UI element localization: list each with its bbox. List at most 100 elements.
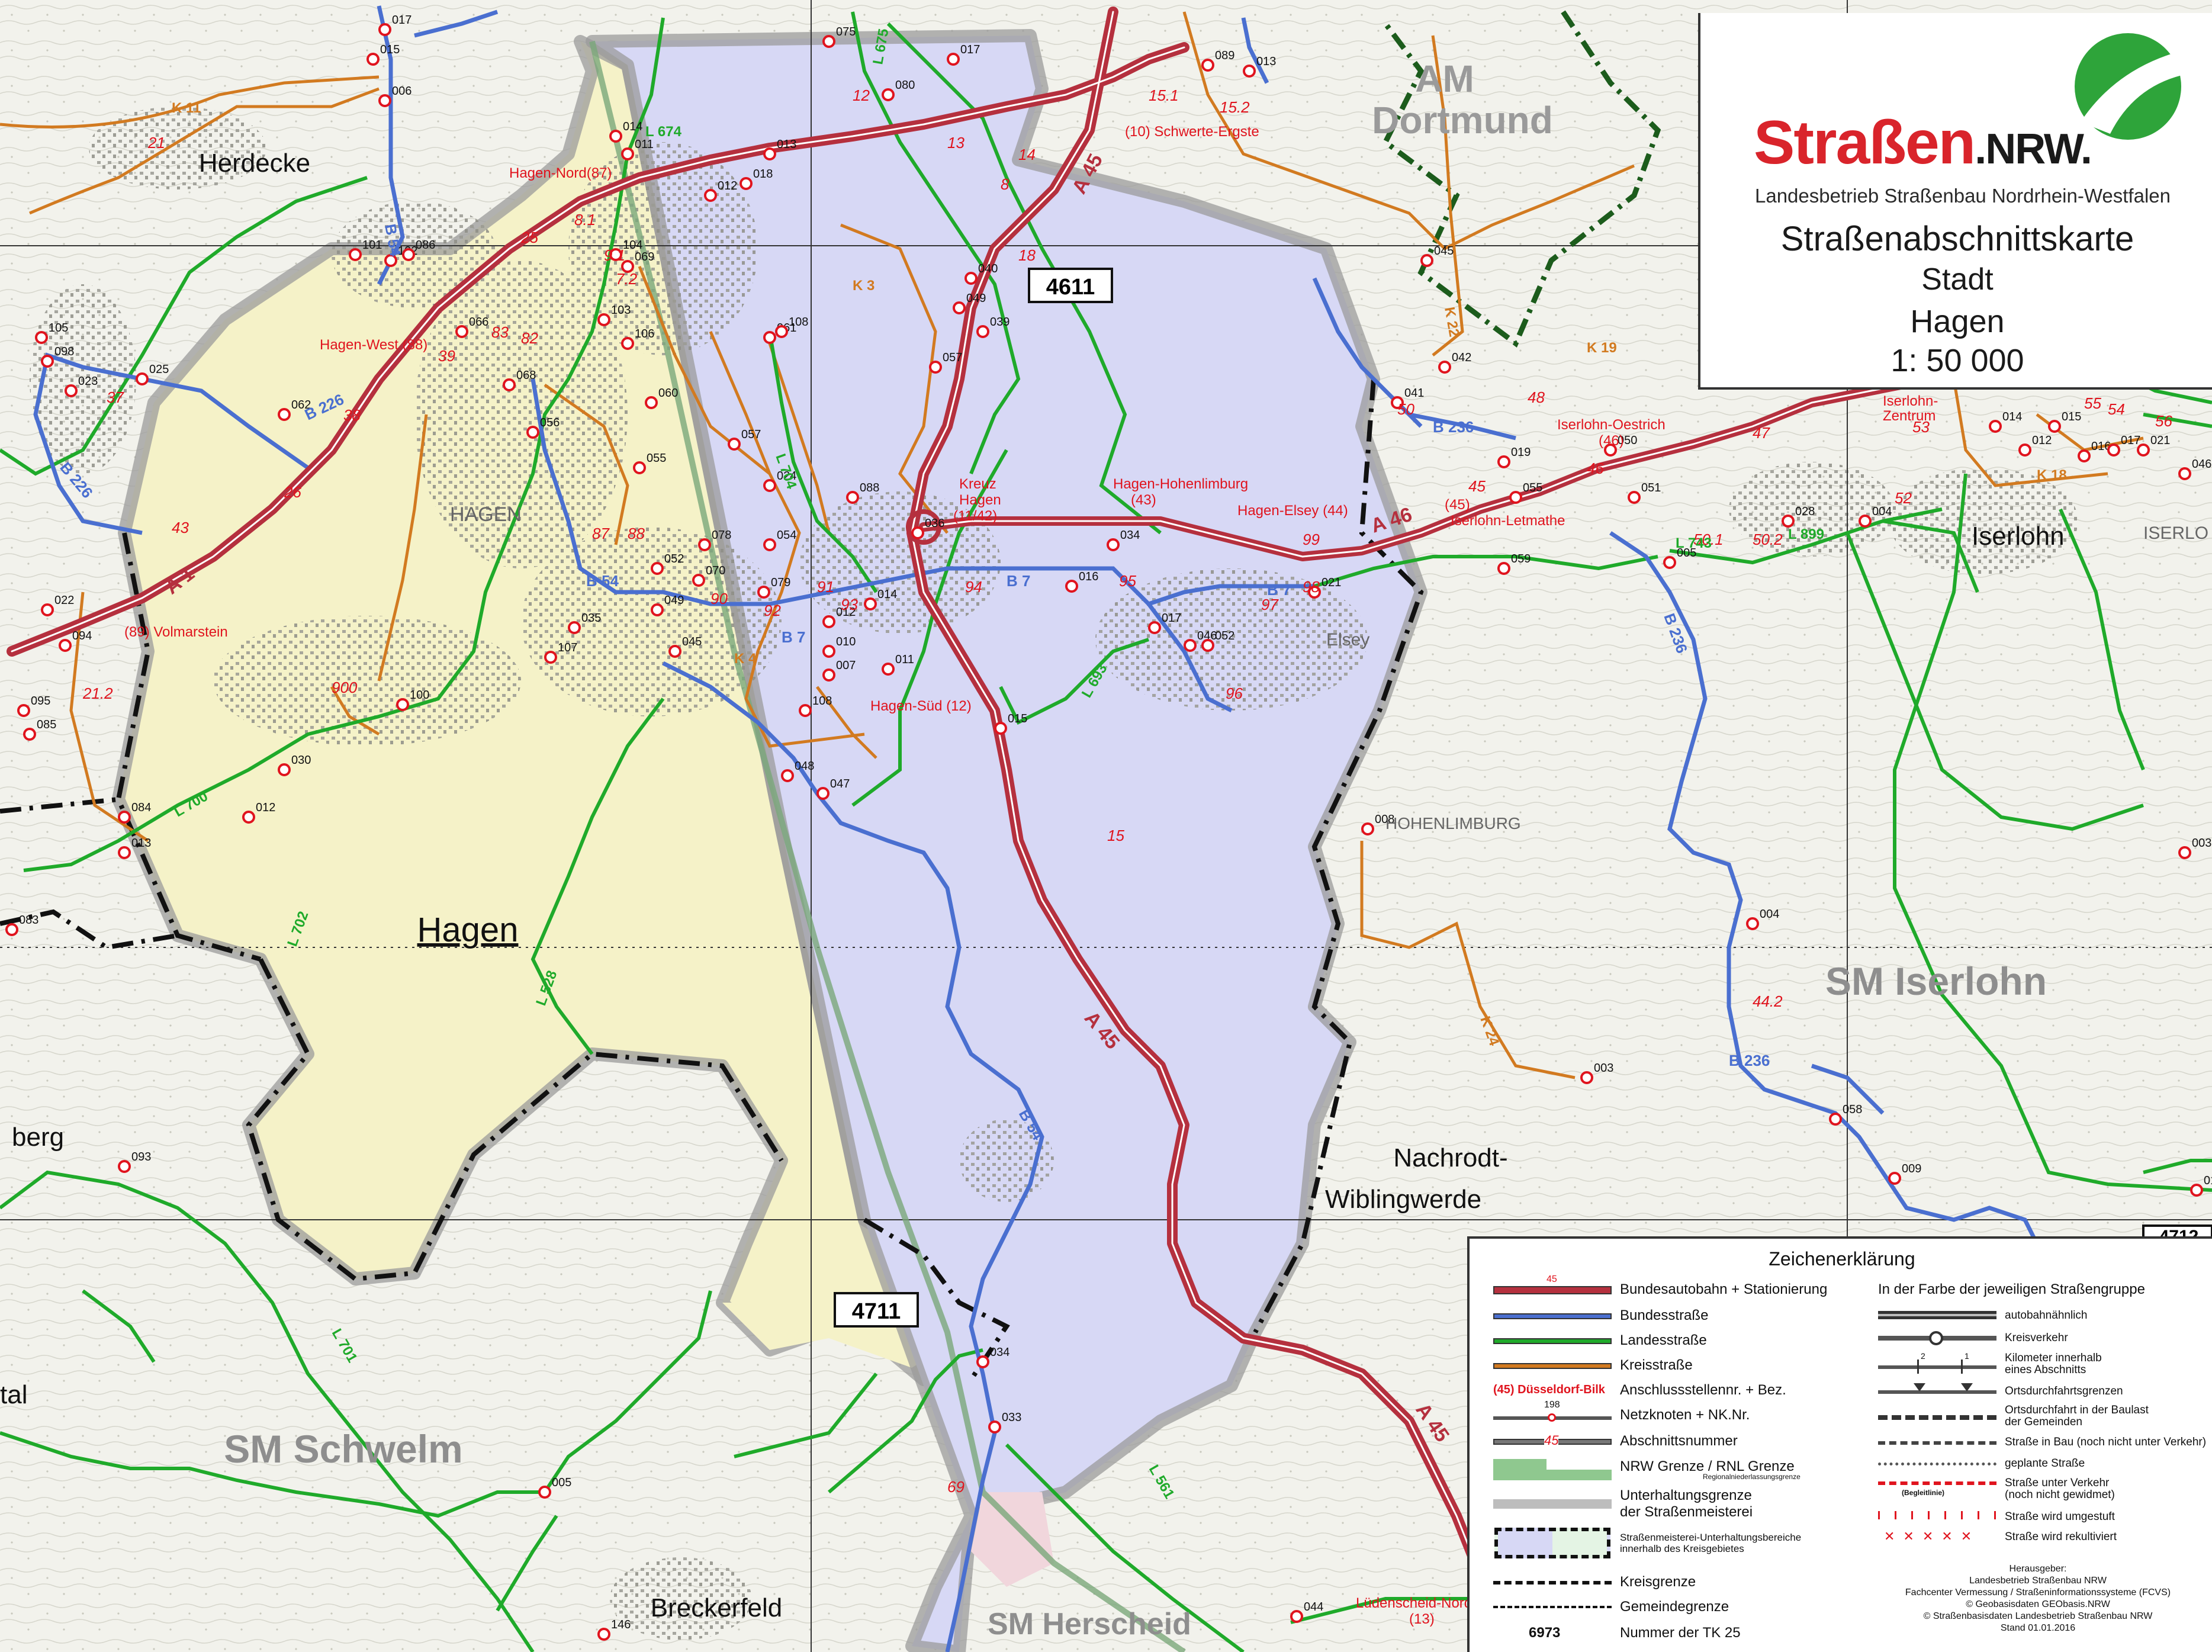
- network-node-marker: [65, 384, 78, 397]
- legend-km-1: 1: [1965, 1351, 1969, 1361]
- road-k19: K 19: [1587, 340, 1617, 356]
- network-node-marker: [2178, 846, 2191, 859]
- legend-symbol-as: (45) Düsseldorf-Bilk: [1493, 1378, 1612, 1402]
- legend-row-tk: 6973 Nummer der TK 25: [1493, 1621, 1741, 1645]
- network-node-label: 007: [836, 659, 856, 672]
- section-stations: 212526438.19.17.2373839828312131415.115.…: [82, 86, 2172, 1496]
- network-node-label: 036: [925, 517, 944, 530]
- map-subtitle: Stadt: [1921, 262, 1994, 297]
- section-number-label: 13: [947, 134, 964, 152]
- junction-kreuz-hagen-2: Hagen: [959, 492, 1001, 508]
- network-node-marker: [740, 177, 753, 190]
- section-number-label: 39: [438, 347, 455, 365]
- junction-schwerte-ergste: (10) Schwerte-Ergste: [1125, 124, 1259, 140]
- network-node-marker: [692, 574, 705, 587]
- network-node-marker: [911, 526, 924, 539]
- network-node-label: 012: [2032, 434, 2052, 447]
- network-node-marker: [763, 538, 776, 551]
- network-node-marker: [668, 645, 681, 658]
- network-node-marker: [402, 248, 415, 261]
- region-sm-schwelm: SM Schwelm: [224, 1427, 462, 1471]
- network-node-label: 054: [777, 529, 796, 542]
- network-node-label: 008: [1375, 813, 1394, 826]
- network-node-marker: [651, 603, 664, 616]
- publisher-3: Fachcenter Vermessung / Straßeninformati…: [1905, 1587, 2171, 1598]
- network-node-label: 014: [2002, 410, 2022, 423]
- legend-symbol-km: 2 1: [1878, 1351, 1996, 1377]
- junction-iserlohn-zentrum-1: Iserlohn-: [1883, 393, 1938, 409]
- network-node-marker: [621, 147, 634, 160]
- network-node-label: 035: [581, 612, 601, 625]
- section-number-label: 15.2: [1220, 98, 1250, 116]
- legend-symbol-ab: [1878, 1305, 1996, 1326]
- network-node-label: 041: [1404, 387, 1424, 400]
- network-node-marker: [118, 1160, 131, 1173]
- section-number-label: 52: [1895, 489, 1912, 507]
- legend-label-bau: Straße in Bau (noch nicht unter Verkehr): [2005, 1436, 2207, 1448]
- network-node-marker: [1148, 621, 1161, 634]
- junction-hagen-nord: Hagen-Nord(87): [509, 165, 612, 181]
- legend-symbol-uv: (Begleitlinie): [1878, 1474, 1996, 1504]
- network-node-label: 060: [658, 387, 678, 400]
- road-b7-elsey: B 7: [1267, 581, 1291, 599]
- region-am-dortmund-2: Dortmund: [1372, 99, 1553, 142]
- legend-row-an: 45 Abschnittsnummer: [1493, 1429, 1738, 1453]
- legend-row-rek: ✕✕✕✕✕ Straße wird rekultiviert: [1878, 1526, 2117, 1548]
- network-node-label: 048: [795, 760, 814, 773]
- network-node-marker: [455, 325, 468, 338]
- publisher-block: Herausgeber: Landesbetrieb Straßenbau NR…: [1878, 1563, 2198, 1634]
- legend-label-as: Anschlussstellennr. + Bez.: [1620, 1382, 1786, 1398]
- junction-hohenlimburg-2: (43): [1131, 492, 1156, 508]
- network-node-marker: [2178, 467, 2191, 480]
- section-number-label: 18: [1018, 246, 1036, 264]
- network-node-marker: [23, 728, 36, 741]
- network-node-marker: [994, 722, 1007, 735]
- publisher-1: Herausgeber:: [2009, 1564, 2067, 1574]
- network-node-label: 003: [2192, 837, 2211, 850]
- legend-label-km2: eines Abschnitts: [2005, 1364, 2086, 1376]
- legend-row-gg: Gemeindegrenze: [1493, 1595, 1729, 1619]
- network-node-marker: [118, 846, 131, 859]
- network-node-marker: [1497, 562, 1510, 575]
- network-node-label: 086: [416, 239, 435, 252]
- network-node-label: 049: [664, 594, 684, 607]
- legend-symbol-an: 45: [1493, 1429, 1612, 1453]
- section-number-label: 44.2: [1753, 992, 1783, 1010]
- network-node-marker: [568, 621, 581, 634]
- legend-title: Zeichenerklärung: [1769, 1248, 1915, 1269]
- legend-symbol-bab: 45: [1493, 1274, 1612, 1301]
- place-iserlohn-edge: ISERLO: [2143, 523, 2208, 543]
- legend-row-nk: 198 Netzknoten + NK.Nr.: [1493, 1400, 1750, 1427]
- section-number-label: 21: [147, 134, 165, 152]
- brand-name: Straßen: [1754, 108, 1976, 177]
- network-node-marker: [1243, 65, 1256, 78]
- legend-label-nrw: NRW Grenze / RNL Grenze: [1620, 1458, 1795, 1474]
- network-node-marker: [947, 53, 960, 66]
- brand-suffix: .NRW.: [1975, 126, 2092, 173]
- road-l674: L 674: [645, 124, 682, 140]
- place-hagen-town: HAGEN: [450, 503, 522, 526]
- place-herdecke: Herdecke: [199, 149, 310, 178]
- network-node-marker: [816, 787, 830, 800]
- network-node-label: 101: [362, 239, 382, 252]
- network-node-label: 017: [2121, 434, 2140, 447]
- network-node-label: 015: [2062, 410, 2081, 423]
- network-node-marker: [822, 668, 835, 682]
- legend-label-od: Ortsdurchfahrtsgrenzen: [2005, 1385, 2123, 1397]
- network-node-marker: [621, 337, 634, 350]
- network-node-label: 013: [777, 138, 796, 151]
- network-node-label: 095: [31, 695, 50, 708]
- network-node-label: 033: [1002, 1411, 1021, 1424]
- legend-km-2: 2: [1921, 1351, 1925, 1361]
- publisher-5: © Straßenbasisdaten Landesbetrieb Straße…: [1923, 1611, 2153, 1621]
- network-node-marker: [1420, 254, 1433, 267]
- section-number-label: 14: [1018, 146, 1036, 163]
- network-node-marker: [645, 396, 658, 409]
- network-node-marker: [1065, 580, 1078, 593]
- network-node-marker: [763, 331, 776, 344]
- network-node-label: 005: [552, 1476, 571, 1489]
- network-node-marker: [1888, 1172, 1901, 1185]
- network-node-marker: [544, 651, 557, 664]
- legend-label-km1: Kilometer innerhalb: [2005, 1352, 2102, 1364]
- network-node-label: 062: [291, 398, 311, 412]
